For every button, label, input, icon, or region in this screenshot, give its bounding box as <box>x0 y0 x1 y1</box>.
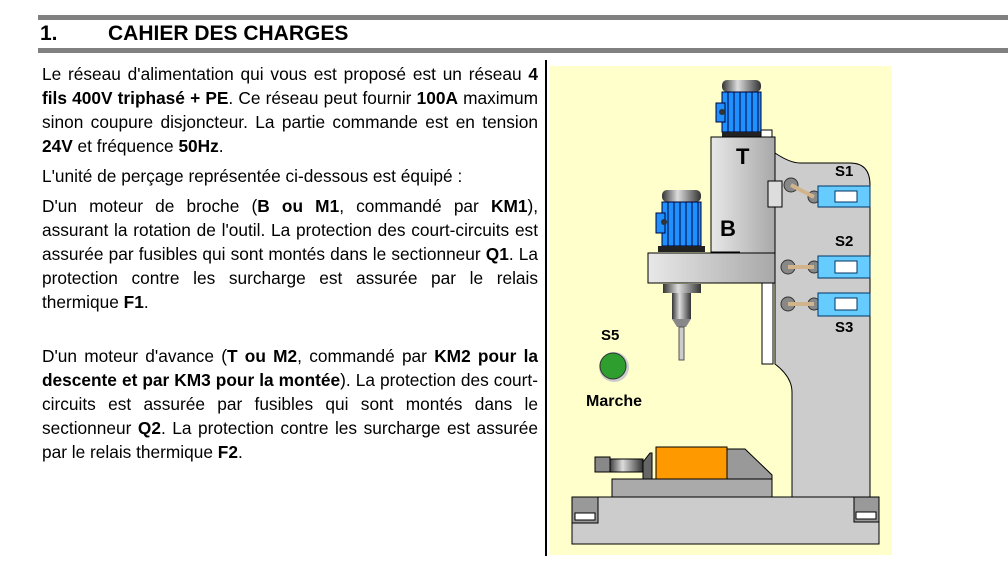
paragraph-network: Le réseau d'alimentation qui vous est pr… <box>42 64 538 156</box>
paragraph-feed-motor: D'un moteur d'avance (T ou M2, commandé … <box>42 346 538 462</box>
feed-motor-T <box>715 80 773 138</box>
column-divider <box>545 60 547 556</box>
paragraph-unit: L'unité de perçage représentée ci-dessou… <box>42 166 463 186</box>
label-feed-motor: T <box>736 144 750 169</box>
label-spindle-motor: B <box>720 216 736 241</box>
drilling-unit-figure: T B S1 S2 S3 S5 Marche <box>550 66 892 555</box>
label-s5: S5 <box>601 327 620 344</box>
paragraph-spindle-motor: D'un moteur de broche (B ou M1, commandé… <box>42 196 539 312</box>
section-number: 1. <box>40 22 58 45</box>
label-s1: S1 <box>835 163 854 180</box>
label-marche: Marche <box>586 393 643 410</box>
workpiece <box>655 446 728 480</box>
base <box>571 496 880 545</box>
start-button-s5 <box>599 352 629 382</box>
spindle-arm <box>647 252 776 284</box>
section-title: CAHIER DES CHARGES <box>108 22 349 45</box>
limit-switches <box>780 177 871 317</box>
heading-rule-bottom <box>38 48 1008 53</box>
label-s3: S3 <box>835 319 854 336</box>
heading-rule-top <box>38 15 1008 20</box>
vise <box>594 446 773 498</box>
label-s2: S2 <box>835 233 854 250</box>
text-column: Le réseau d'alimentation qui vous est pr… <box>42 62 538 470</box>
spindle-tool <box>663 284 701 361</box>
frame <box>761 152 871 498</box>
spindle-motor-B <box>655 190 705 252</box>
